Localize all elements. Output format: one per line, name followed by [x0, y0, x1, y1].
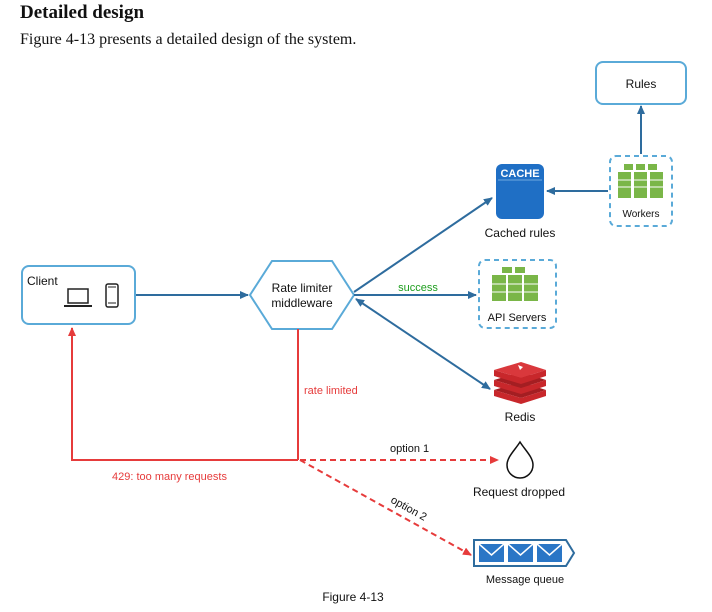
- rate-limited-label: rate limited: [304, 385, 358, 397]
- diagram-canvas: Rules Workers CACHE Cached rules Client: [20, 56, 700, 606]
- workers-label: Workers: [622, 209, 659, 220]
- redis-label: Redis: [505, 410, 536, 424]
- api-servers-node: API Servers: [478, 259, 557, 329]
- redis-node: Redis: [494, 362, 546, 424]
- workers-node: Workers: [609, 155, 673, 227]
- droplet-icon: [506, 440, 534, 479]
- figure-caption: Figure 4-13: [322, 590, 384, 604]
- system-design-diagram: Rules Workers CACHE Cached rules Client: [21, 61, 687, 604]
- envelope-icon: [507, 543, 534, 562]
- rules-label: Rules: [626, 77, 657, 91]
- api-servers-label: API Servers: [488, 312, 547, 324]
- cache-node: CACHE Cached rules: [485, 164, 556, 240]
- rate-limiter-node: Rate limiter middleware: [248, 260, 356, 330]
- envelope-icon: [536, 543, 563, 562]
- cached-rules-label: Cached rules: [485, 226, 556, 240]
- server-rack-icon: [618, 164, 663, 198]
- redis-icon: [494, 362, 546, 404]
- rate-limiter-label-line2: middleware: [271, 296, 333, 310]
- client-node: Client: [21, 265, 136, 325]
- phone-icon: [105, 283, 119, 308]
- rules-node: Rules: [595, 61, 687, 105]
- cache-icon-text: CACHE: [500, 168, 539, 180]
- message-queue-label: Message queue: [486, 574, 564, 586]
- request-dropped-label: Request dropped: [473, 485, 565, 499]
- cache-icon: [496, 164, 544, 219]
- success-label: success: [398, 282, 438, 294]
- option2-arrow: [299, 459, 472, 556]
- client-label: Client: [27, 274, 58, 288]
- rate-limiter-label-line1: Rate limiter: [272, 281, 333, 295]
- message-queue-node: Message queue: [473, 539, 576, 586]
- rate-limiter-to-cache-arrow: [353, 197, 493, 293]
- too-many-requests-label: 429: too many requests: [112, 471, 227, 483]
- laptop-icon: [64, 288, 92, 307]
- rate-limiter-redis-arrow: [355, 298, 491, 390]
- option1-label: option 1: [390, 443, 429, 455]
- server-rack-icon: [492, 267, 538, 301]
- intro-text: Figure 4-13 presents a detailed design o…: [20, 31, 357, 48]
- request-dropped-node: Request dropped: [473, 440, 565, 499]
- too-many-requests-arrow: [68, 327, 298, 461]
- section-heading: Detailed design: [20, 2, 145, 23]
- envelope-icon: [478, 543, 505, 562]
